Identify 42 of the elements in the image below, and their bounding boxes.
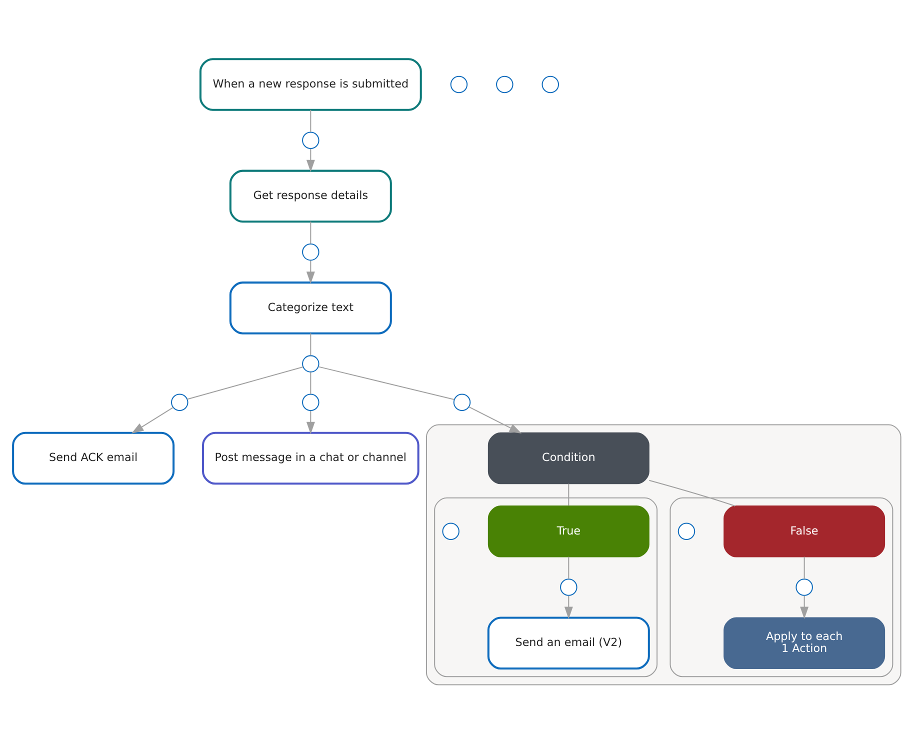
node-box: False: [723, 505, 885, 557]
cluster: [434, 496, 658, 677]
node-box: Condition: [487, 432, 649, 484]
node-box: Get response details: [228, 169, 392, 222]
connector: [318, 366, 454, 400]
connector: [310, 221, 311, 244]
node-box: Send an email (V2): [486, 616, 650, 670]
node-box: Post message in a chat or channel: [202, 431, 419, 484]
arrow: [306, 260, 314, 284]
connector: [310, 372, 311, 394]
node-circle: [302, 242, 319, 260]
arrow: [564, 595, 572, 618]
node-box: Send ACK email: [12, 431, 174, 484]
node-circle: [450, 75, 468, 93]
connector: [186, 366, 302, 400]
node-circle: [302, 393, 319, 411]
arrow: [130, 406, 173, 433]
arrow: [306, 148, 314, 172]
node-circle: [496, 75, 513, 93]
node-circle: [442, 522, 459, 540]
node-circle: [677, 522, 695, 540]
connector: [568, 483, 569, 506]
node-box: Apply to each 1 Action: [723, 616, 885, 669]
cluster: [669, 496, 893, 677]
node-circle: [452, 393, 470, 411]
node-circle: [560, 578, 577, 596]
arrow: [468, 406, 522, 433]
arrow: [800, 595, 808, 618]
connector: [310, 109, 311, 132]
node-box: Categorize text: [228, 281, 392, 334]
connector: [568, 556, 569, 578]
connector: [648, 479, 735, 506]
connector: [310, 332, 311, 355]
node-circle: [302, 131, 319, 148]
node-circle: [302, 354, 319, 372]
node-box: True: [487, 505, 649, 557]
node-circle: [795, 578, 812, 596]
node-circle: [541, 75, 559, 93]
arrow: [306, 410, 314, 434]
connector: [803, 556, 804, 578]
node-circle: [170, 393, 188, 411]
node-box: When a new response is submitted: [198, 58, 422, 110]
